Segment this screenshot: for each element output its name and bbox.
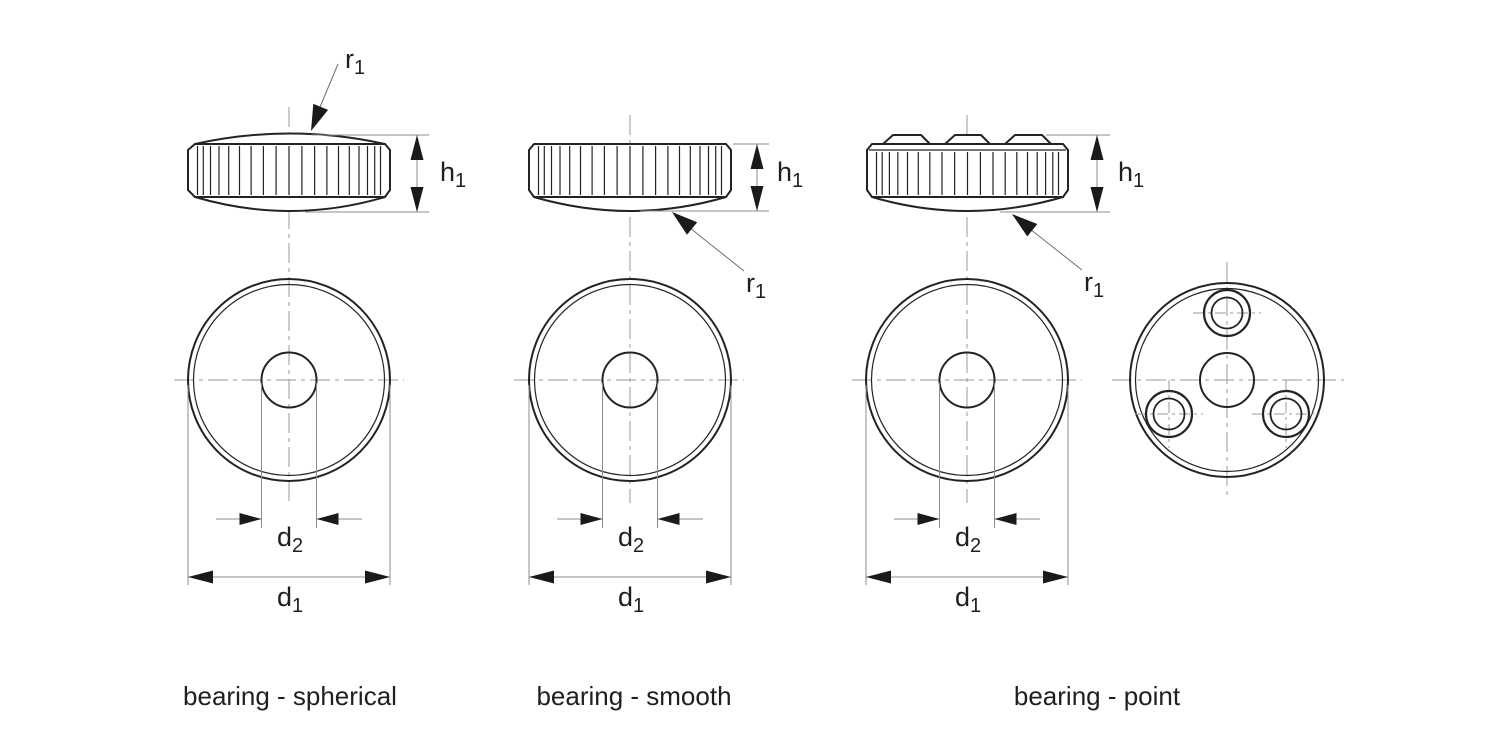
outer-diameter-circle <box>1129 282 1325 478</box>
point-inner-circle <box>1210 296 1244 330</box>
outer-diameter-circle <box>528 278 732 482</box>
side-view-point <box>866 134 1069 212</box>
center-hole <box>601 351 659 409</box>
dimension-d1: d1 <box>187 385 391 617</box>
label-d1: d1 <box>618 582 644 617</box>
bottom-face-arc <box>194 196 386 212</box>
outer-diameter-circle <box>865 278 1069 482</box>
knurl-inner-circle <box>870 283 1064 477</box>
label-d2: d2 <box>955 522 981 557</box>
variant-smooth: h1 r1 d2 <box>514 115 803 711</box>
leader-arrowhead <box>311 103 329 131</box>
side-view-smooth <box>528 143 732 212</box>
leader-r1: r1 <box>1012 214 1104 302</box>
knurl-lines <box>875 152 1060 195</box>
knurl-inner-circle <box>1134 287 1320 473</box>
arrowhead-up <box>410 135 424 160</box>
knurl-lines <box>196 146 382 195</box>
variant-point: h1 r1 d2 <box>852 115 1181 711</box>
knurl-inner-circle <box>192 283 386 477</box>
bottom-view-point <box>1112 262 1344 500</box>
leader-r1: r1 <box>311 44 365 131</box>
label-h1: h1 <box>440 157 466 192</box>
leader-r1: r1 <box>672 212 766 303</box>
dimension-d2: d2 <box>557 383 703 557</box>
label-r1: r1 <box>1084 267 1104 302</box>
label-h1: h1 <box>777 157 803 192</box>
dimension-h1: h1 <box>1000 134 1144 213</box>
point-inner-circle <box>1269 397 1303 431</box>
center-hole <box>260 351 318 409</box>
label-d1: d1 <box>955 582 981 617</box>
arrowhead-down <box>1090 187 1104 212</box>
point-outer-circle <box>1261 389 1311 439</box>
knurl-inner-circle <box>533 283 727 477</box>
side-view-spherical <box>187 132 391 212</box>
arrowhead-down <box>410 187 424 212</box>
label-d2: d2 <box>277 522 303 557</box>
top-view-spherical <box>174 278 404 482</box>
point-outer-circle <box>1144 389 1194 439</box>
arrowhead-up <box>1090 135 1104 160</box>
arrowhead-up <box>750 144 764 169</box>
top-view-smooth <box>514 278 744 482</box>
leader-arrowhead <box>672 212 698 235</box>
caption-smooth: bearing - smooth <box>536 681 731 711</box>
dimension-d1: d1 <box>528 385 732 617</box>
bearing-point-bump <box>1004 134 1052 145</box>
label-d1: d1 <box>277 582 303 617</box>
spherical-dome-top <box>194 132 386 145</box>
leader-arrowhead <box>1012 214 1038 237</box>
knurl-lines <box>537 146 723 195</box>
dimension-h1: h1 <box>305 134 466 213</box>
label-h1: h1 <box>1118 157 1144 192</box>
bearing-point-top <box>1193 288 1261 338</box>
label-r1: r1 <box>345 44 365 79</box>
label-d2: d2 <box>618 522 644 557</box>
bearing-point-lower-right <box>1252 380 1320 448</box>
dimension-d1: d1 <box>865 385 1069 617</box>
dimension-d2: d2 <box>216 383 362 557</box>
bearing-point-bump <box>882 134 931 145</box>
caption-point: bearing - point <box>1014 681 1181 711</box>
bearing-point-bump <box>944 134 991 145</box>
dimension-d2: d2 <box>894 383 1040 557</box>
center-hole <box>1199 352 1255 408</box>
dimension-h1: h1 <box>640 143 803 212</box>
bearing-point-lower-left <box>1135 380 1203 448</box>
caption-spherical: bearing - spherical <box>183 681 397 711</box>
outer-diameter-circle <box>187 278 391 482</box>
bottom-face-arc <box>533 196 727 212</box>
top-view-point <box>852 278 1082 482</box>
label-r1: r1 <box>746 268 766 303</box>
center-hole <box>938 351 996 409</box>
variant-spherical: h1 r1 d2 <box>174 44 466 711</box>
arrowhead-down <box>750 186 764 211</box>
bottom-face-arc <box>871 196 1064 212</box>
point-outer-circle <box>1202 288 1252 338</box>
point-inner-circle <box>1152 397 1186 431</box>
